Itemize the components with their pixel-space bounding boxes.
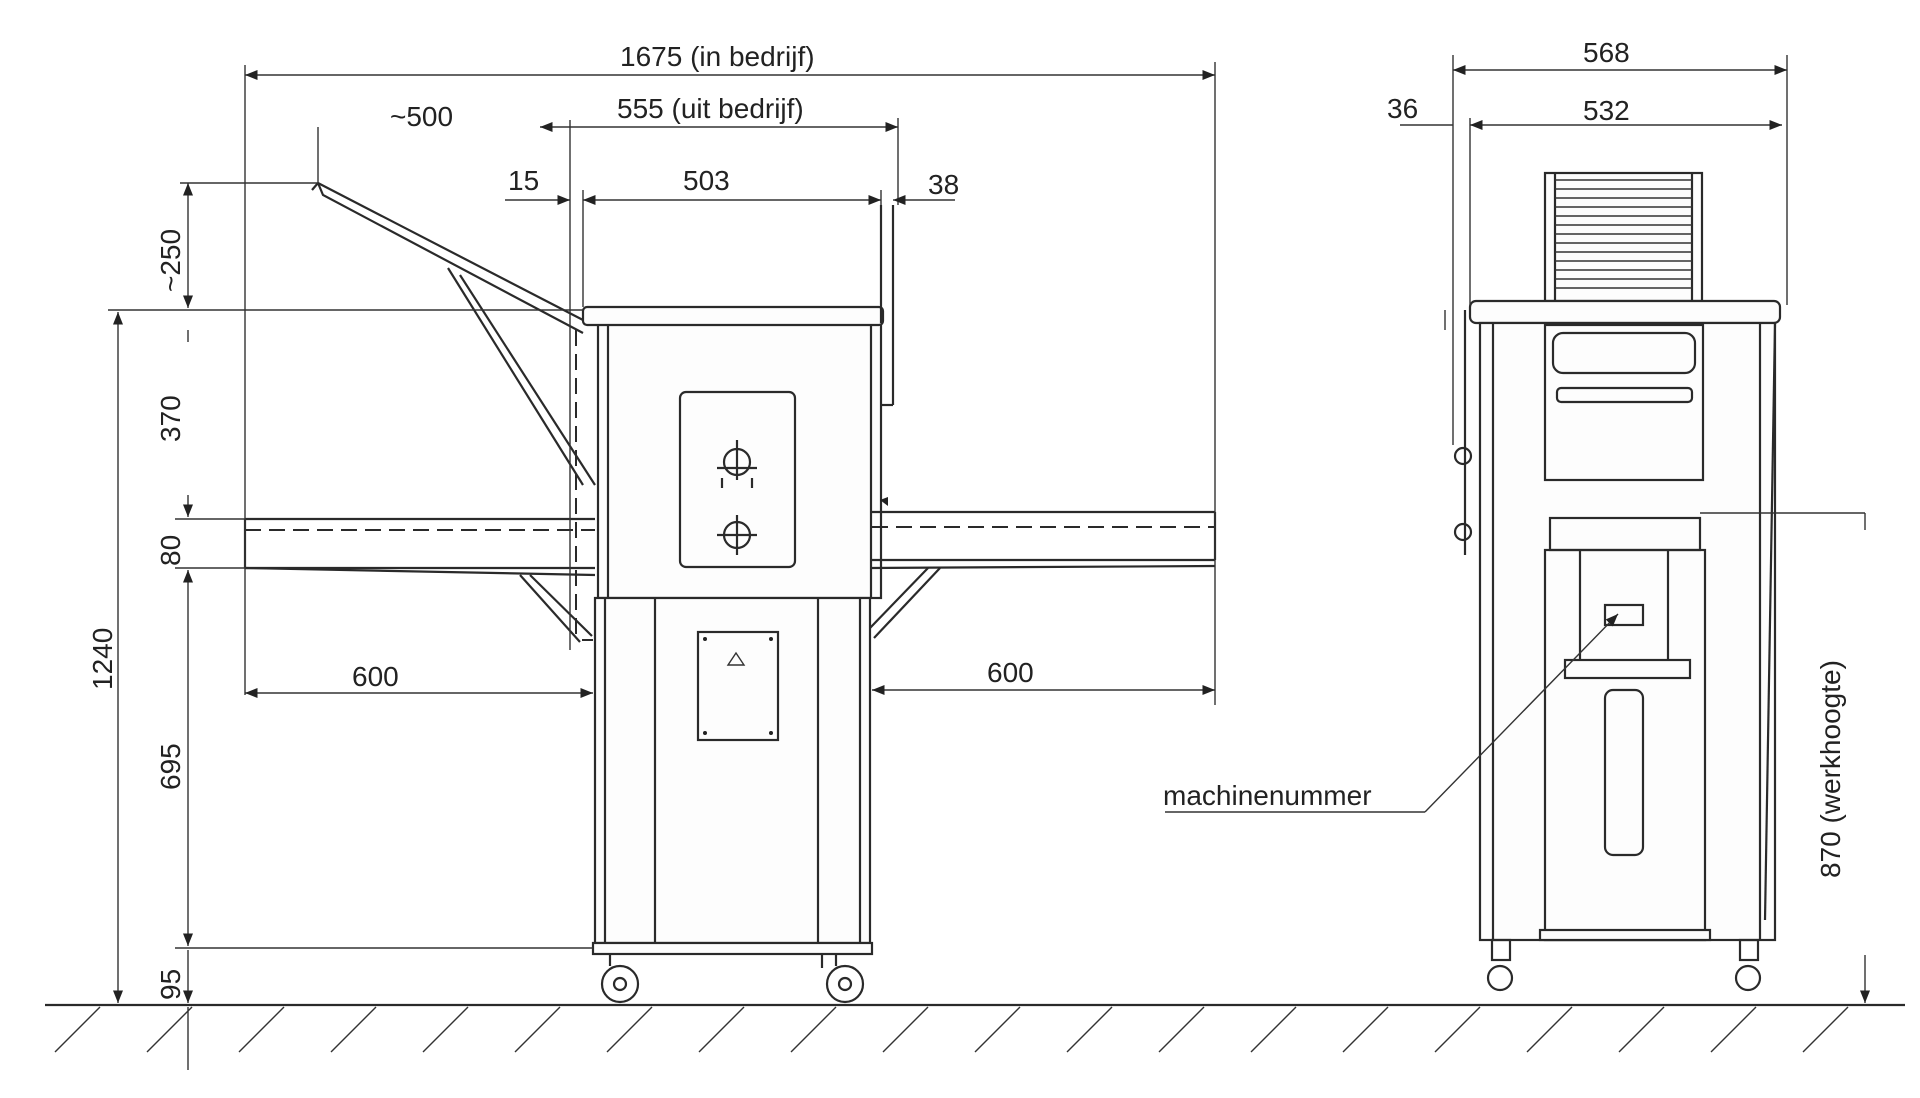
floor-hatch-line (698, 1006, 745, 1053)
control-symbol-top (717, 440, 757, 488)
dim-695-label: 695 (155, 743, 186, 790)
wheel-left (600, 954, 640, 1004)
floor-hatch-line (606, 1006, 653, 1053)
dim-370-label: 370 (155, 395, 186, 442)
dim-80-label: 80 (155, 535, 186, 566)
floor-hatch-line (1158, 1006, 1205, 1053)
floor-hatch-line (1618, 1006, 1665, 1053)
dim-36-label: 36 (1387, 93, 1418, 124)
floor-hatch-line (1526, 1006, 1573, 1053)
floor-hatch-line (1802, 1006, 1849, 1053)
feed-chute (311, 182, 596, 486)
floor-hatch-line (1434, 1006, 1481, 1053)
dim-555-label: 555 (uit bedrijf) (617, 93, 804, 124)
dim-600-right-label: 600 (987, 657, 1034, 688)
dim-250-label: ~250 (155, 229, 186, 292)
floor-hatch-line (1250, 1006, 1297, 1053)
floor-hatch-line (146, 1006, 193, 1053)
dim-95-label: 95 (155, 969, 186, 1000)
conveyor-left (243, 517, 596, 643)
dim-600-left-label: 600 (352, 661, 399, 692)
dim-568-label: 568 (1583, 37, 1630, 68)
machinenummer-label: machinenummer (1163, 780, 1372, 811)
floor-hatch-line (974, 1006, 1021, 1053)
dim-1675-label: 1675 (in bedrijf) (620, 41, 815, 72)
floor-hatch-line (1342, 1006, 1389, 1053)
front-view-dimensions (1165, 55, 1871, 1003)
floor-hatch-line (1710, 1006, 1757, 1053)
conveyor-right (869, 497, 1217, 639)
floor-hatch-line (330, 1006, 377, 1053)
control-symbol-bottom (717, 515, 757, 555)
dim-1240-label: 1240 (87, 628, 118, 690)
front-view-machine (1444, 171, 1865, 992)
side-view-dimensions (108, 62, 1216, 1070)
floor-hatch-line (238, 1006, 285, 1053)
floor-hatch-line (54, 1006, 101, 1053)
side-view-machine (243, 182, 1217, 1004)
floor-hatch-line (790, 1006, 837, 1053)
dim-870-werkhoogte-label: 870 (werkhoogte) (1815, 660, 1846, 878)
floor-hatch-line (422, 1006, 469, 1053)
dim-500-label: ~500 (390, 101, 453, 132)
dim-15-label: 15 (508, 165, 539, 196)
floor-hatch-line (514, 1006, 561, 1053)
floor-hatch-line (1066, 1006, 1113, 1053)
wheel-right (820, 954, 865, 1004)
dim-503-label: 503 (683, 165, 730, 196)
floor-hatch-line (882, 1006, 929, 1053)
dim-38-label: 38 (928, 169, 959, 200)
floor (45, 1003, 1905, 1053)
dim-532-label: 532 (1583, 95, 1630, 126)
